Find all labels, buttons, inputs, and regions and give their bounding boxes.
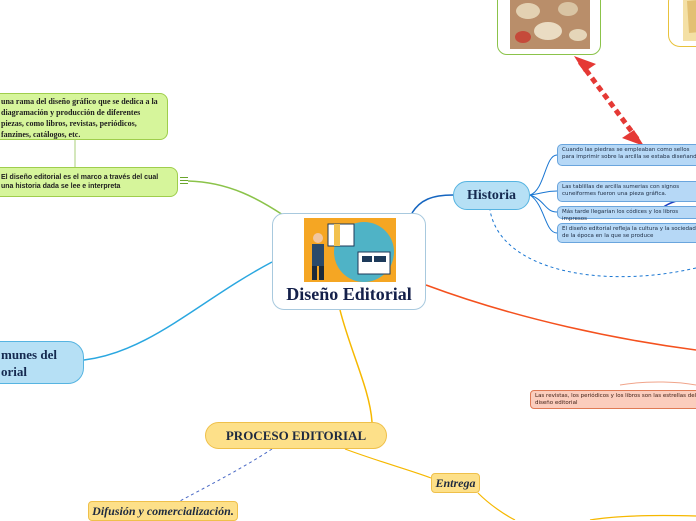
- entrega-label: Entrega: [435, 476, 476, 490]
- historia-label: Historia: [467, 188, 516, 203]
- red-arrow: [577, 60, 641, 142]
- link-central-orange: [425, 284, 696, 351]
- link-entrega-next: [477, 492, 516, 520]
- framework-node[interactable]: El diseño editorial es el marco a través…: [0, 167, 178, 197]
- link-proceso-difusion: [179, 448, 273, 502]
- central-title: Diseño Editorial: [286, 284, 412, 304]
- historia-item[interactable]: Las tablillas de arcilla sumerias con si…: [557, 181, 696, 202]
- proceso-label: PROCESO EDITORIAL: [225, 428, 367, 443]
- historia-item[interactable]: El diseño editorial refleja la cultura y…: [557, 223, 696, 243]
- difusion-node[interactable]: Difusión y comercialización.: [88, 501, 238, 521]
- link-central-definition: [187, 180, 284, 216]
- ancient-book-photo: [668, 0, 696, 47]
- menu-icon[interactable]: [180, 177, 188, 184]
- link-central-historia: [411, 194, 454, 214]
- link-historia-dashed: [489, 209, 696, 278]
- historia-item[interactable]: Cuando las piedras se empleaban como sel…: [557, 144, 696, 166]
- difusion-label: Difusión y comercialización.: [92, 504, 234, 518]
- central-topic[interactable]: Diseño Editorial: [272, 213, 426, 310]
- designer-illustration: [304, 218, 396, 282]
- clay-tablets-photo: [497, 0, 601, 55]
- proceso-editorial-node[interactable]: PROCESO EDITORIAL: [205, 422, 387, 449]
- historia-node[interactable]: Historia: [453, 181, 530, 210]
- historia-item[interactable]: Más tarde llegarían los códices y los li…: [557, 206, 696, 222]
- link-central-comunes: [83, 261, 273, 361]
- elementos-comunes-node[interactable]: munes del orial: [0, 341, 84, 384]
- link-proceso-entrega: [344, 448, 432, 479]
- framework-text: El diseño editorial es el marco a través…: [1, 174, 159, 190]
- definition-node[interactable]: una rama del diseño gráfico que se dedic…: [0, 93, 168, 140]
- revistas-node[interactable]: Las revistas, los periódicos y los libro…: [530, 390, 696, 409]
- entrega-node[interactable]: Entrega: [431, 473, 480, 493]
- comunes-line1: munes del: [1, 347, 57, 362]
- link-central-proceso: [339, 309, 373, 423]
- comunes-line2: orial: [1, 364, 27, 379]
- definition-text: una rama del diseño gráfico que se dedic…: [1, 97, 158, 139]
